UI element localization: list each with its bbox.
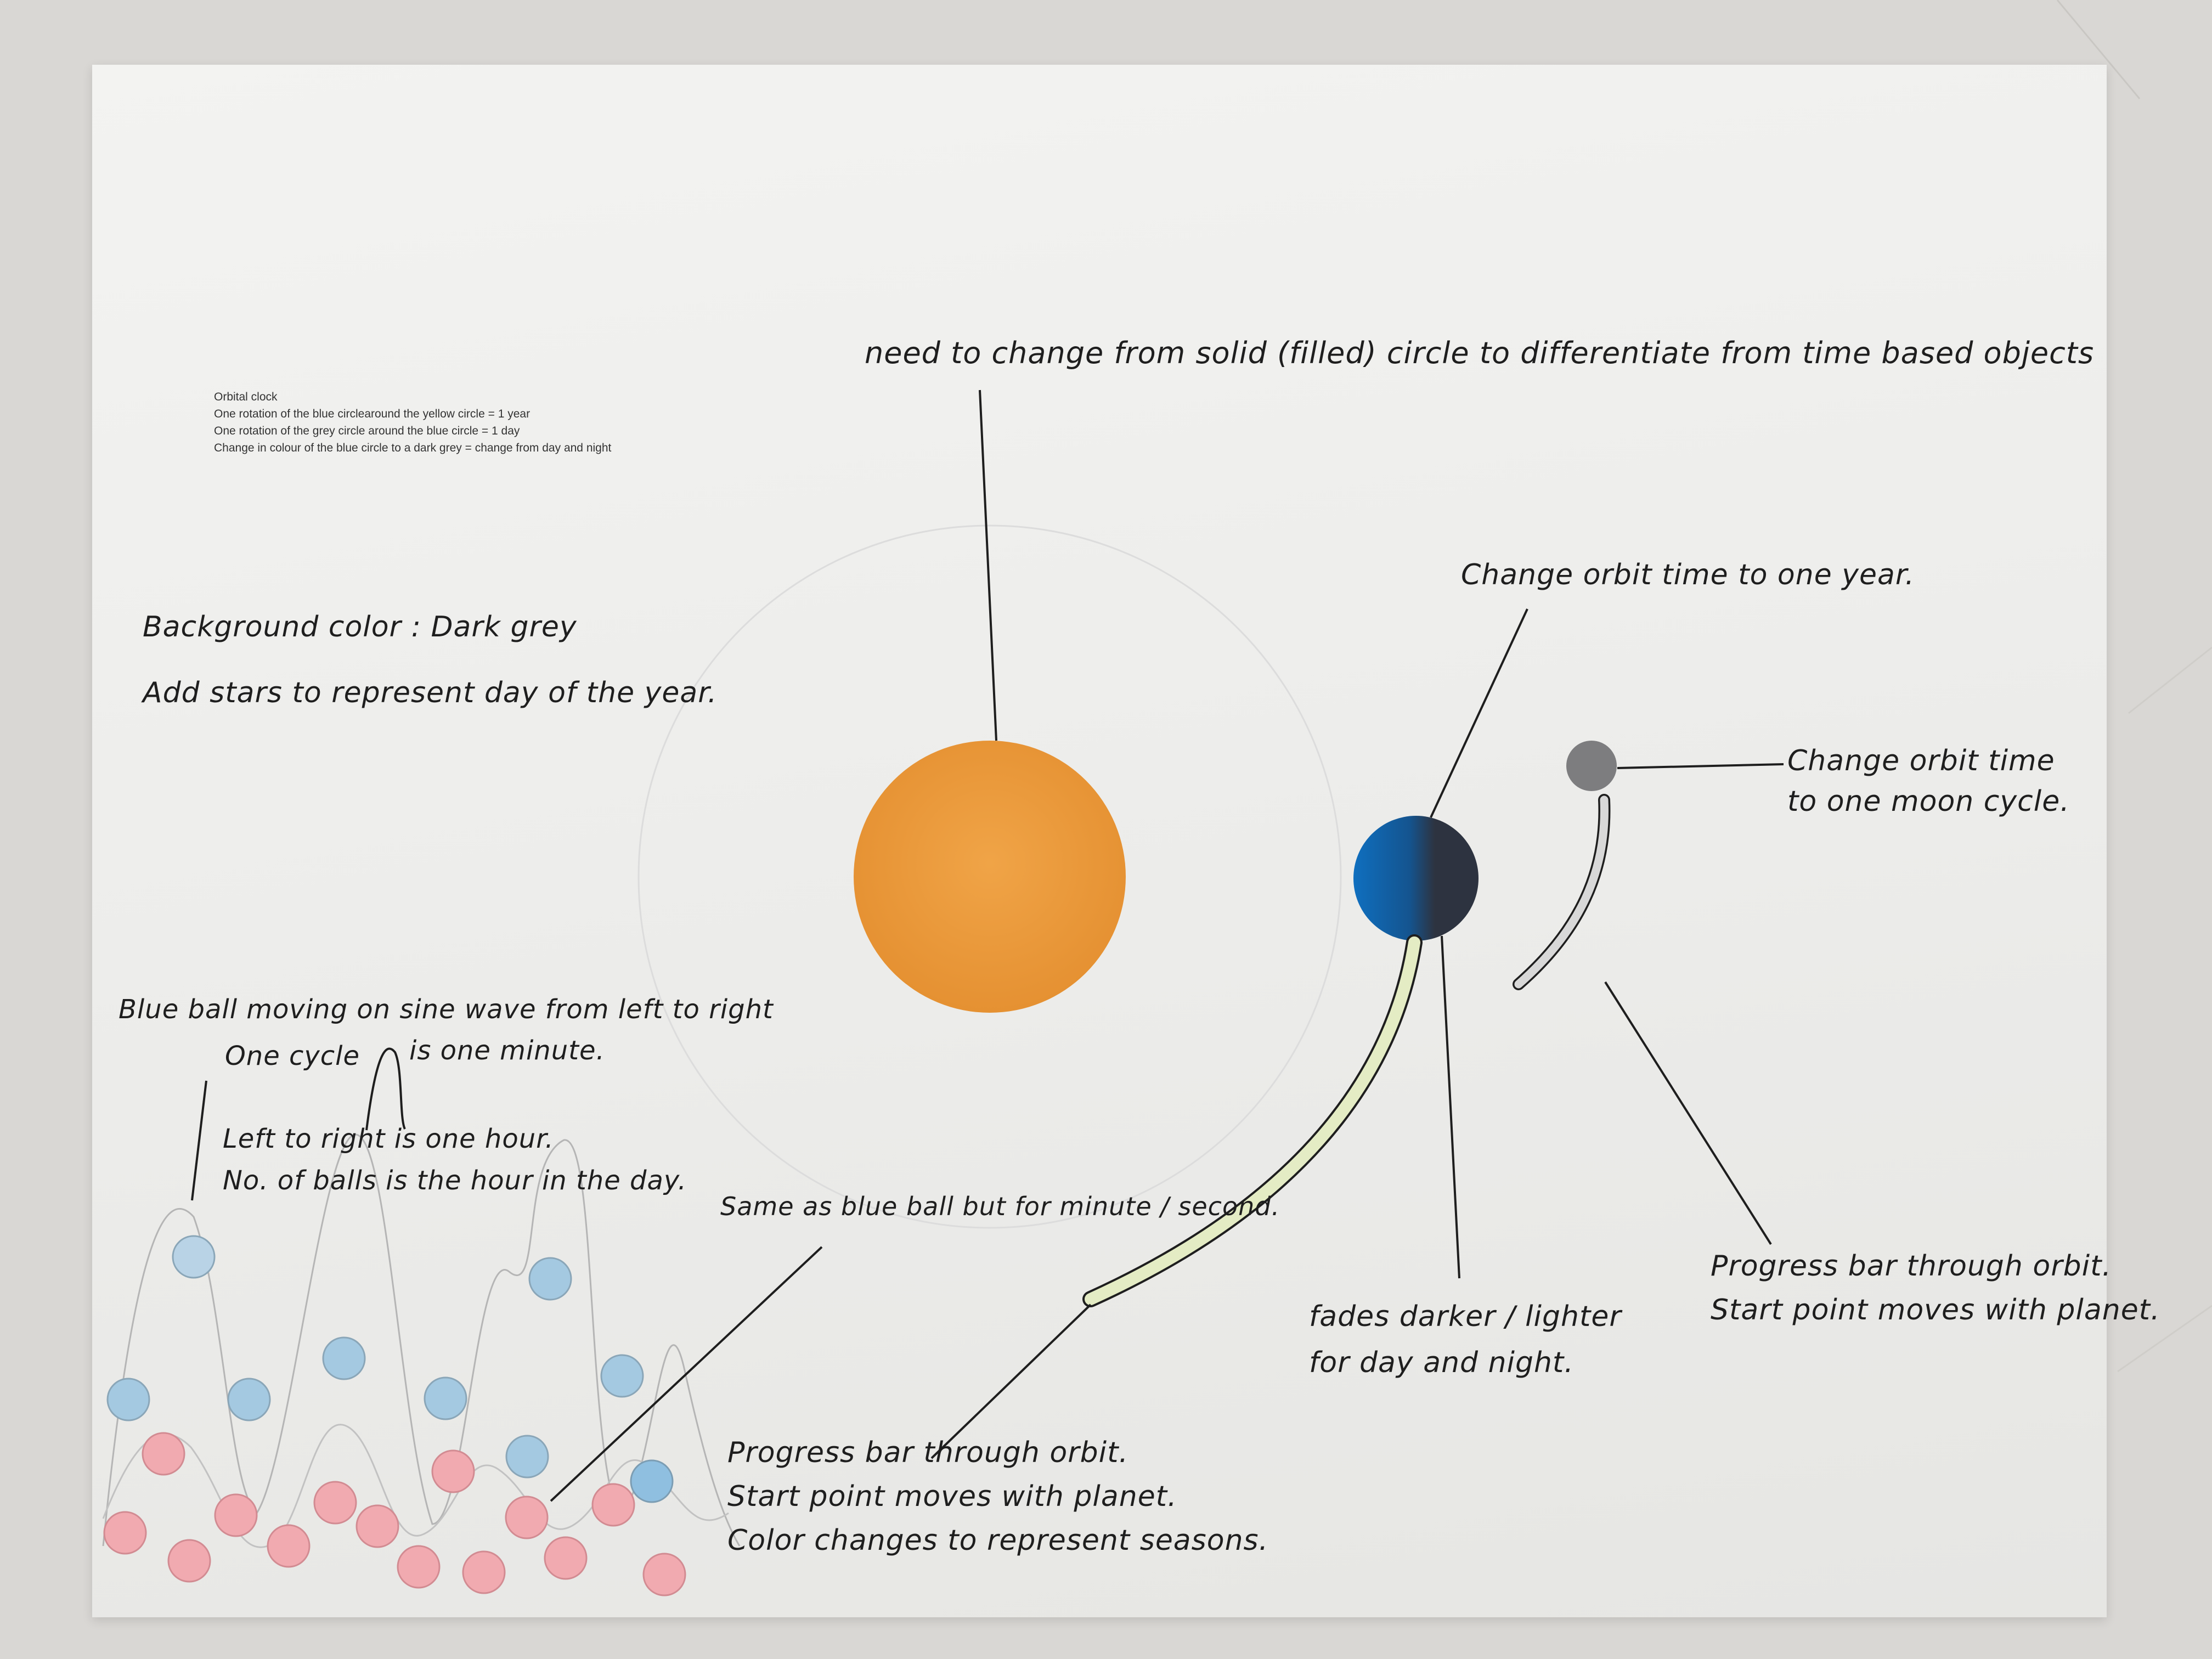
earth-orbit-note: Change orbit time to one year.	[1461, 558, 1915, 591]
sine-wave-note: Blue ball moving on sine wave from left …	[119, 994, 774, 1025]
red-ball	[544, 1536, 588, 1580]
sine-cycle-glyph	[365, 1047, 406, 1131]
background-note-line: Add stars to represent day of the year.	[143, 676, 718, 709]
day-night-note-line: fades darker / lighter	[1309, 1300, 1622, 1333]
second-wave-leader	[550, 1246, 823, 1502]
red-ball	[505, 1496, 549, 1539]
red-ball	[642, 1553, 686, 1596]
second-wave-note: Same as blue ball but for minute / secon…	[720, 1192, 1280, 1221]
red-ball	[431, 1449, 475, 1493]
red-ball	[462, 1550, 506, 1594]
moon-progress-note-line: Start point moves with planet.	[1711, 1294, 2160, 1327]
sun-note: need to change from solid (filled) circl…	[865, 336, 2095, 370]
blue-ball	[600, 1354, 644, 1398]
blue-ball	[106, 1378, 150, 1421]
red-ball	[397, 1545, 441, 1589]
printed-note-line: One rotation of the blue circlearound th…	[214, 408, 531, 420]
background-note: Background color : Dark grey Add stars t…	[143, 594, 717, 726]
red-ball	[591, 1483, 635, 1527]
sine-wave-balls-line: No. of balls is the hour in the day.	[223, 1165, 687, 1196]
moon-progress-fill	[1514, 795, 1609, 989]
red-ball	[313, 1481, 357, 1525]
earth-progress-note: Progress bar through orbit. Start point …	[727, 1431, 1268, 1562]
orbit-ring	[637, 524, 1342, 1229]
wave-balls	[103, 1235, 686, 1596]
moon-orbit-note-line: Change orbit time	[1787, 744, 2055, 777]
moon-progress-leader	[1604, 981, 1772, 1245]
earth-progress-fill	[1085, 936, 1420, 1305]
blue-ball	[630, 1459, 674, 1503]
moon-orbit-note-line: to one moon cycle.	[1787, 785, 2070, 818]
red-ball	[167, 1539, 211, 1583]
sine-wave-minute-label: is one minute.	[409, 1035, 605, 1066]
moon-progress-note-line: Progress bar through orbit.	[1711, 1250, 2112, 1283]
sine-wave-leader	[191, 1080, 207, 1201]
blue-ball	[322, 1336, 366, 1380]
day-night-note: fades darker / lighter for day and night…	[1309, 1294, 1622, 1386]
sine-wave-hour-note: Left to right is one hour. No. of balls …	[223, 1118, 687, 1201]
sketch-drawing	[102, 390, 1784, 1596]
background-note-line: Background color : Dark grey	[143, 611, 577, 644]
earth-circle	[1353, 816, 1479, 941]
paper-sheet: Orbital clock One rotation of the blue c…	[92, 65, 2160, 1617]
printed-note: Orbital clock One rotation of the blue c…	[214, 388, 611, 456]
blue-ball	[505, 1435, 549, 1479]
printed-note-line: One rotation of the grey circle around t…	[214, 425, 520, 437]
blue-ball	[172, 1235, 216, 1279]
printed-note-line: Change in colour of the blue circle to a…	[214, 442, 612, 454]
earth-progress-note-line: Progress bar through orbit.	[727, 1436, 1128, 1469]
day-night-leader	[1441, 935, 1460, 1279]
blue-ball	[528, 1257, 572, 1301]
blue-ball	[227, 1378, 271, 1421]
earth-progress-bar	[1082, 934, 1423, 1307]
day-night-note-line: for day and night.	[1309, 1346, 1574, 1379]
sine-wave-pencil-2	[102, 1424, 729, 1548]
red-ball	[103, 1511, 147, 1555]
sine-wave-cycle-label: One cycle	[225, 1041, 360, 1071]
red-ball	[356, 1504, 399, 1548]
moon-progress-note: Progress bar through orbit. Start point …	[1711, 1244, 2160, 1332]
red-ball	[142, 1432, 185, 1476]
moon-leader-line	[1617, 763, 1784, 769]
moon-orbit-note: Change orbit time to one moon cycle.	[1787, 741, 2070, 822]
blue-ball	[424, 1376, 467, 1420]
printed-note-title: Orbital clock	[214, 391, 278, 403]
moon-circle	[1566, 741, 1617, 791]
sun-leader-line	[979, 390, 997, 741]
earth-progress-note-line: Color changes to represent seasons.	[727, 1524, 1269, 1557]
red-ball	[214, 1493, 258, 1537]
red-ball	[267, 1524, 311, 1568]
sine-wave-hour-line: Left to right is one hour.	[223, 1124, 554, 1154]
earth-progress-note-line: Start point moves with planet.	[727, 1480, 1177, 1513]
earth-orbit-leader	[1430, 608, 1528, 818]
sun-circle	[854, 741, 1126, 1013]
earth-progress-leader	[930, 1304, 1092, 1459]
